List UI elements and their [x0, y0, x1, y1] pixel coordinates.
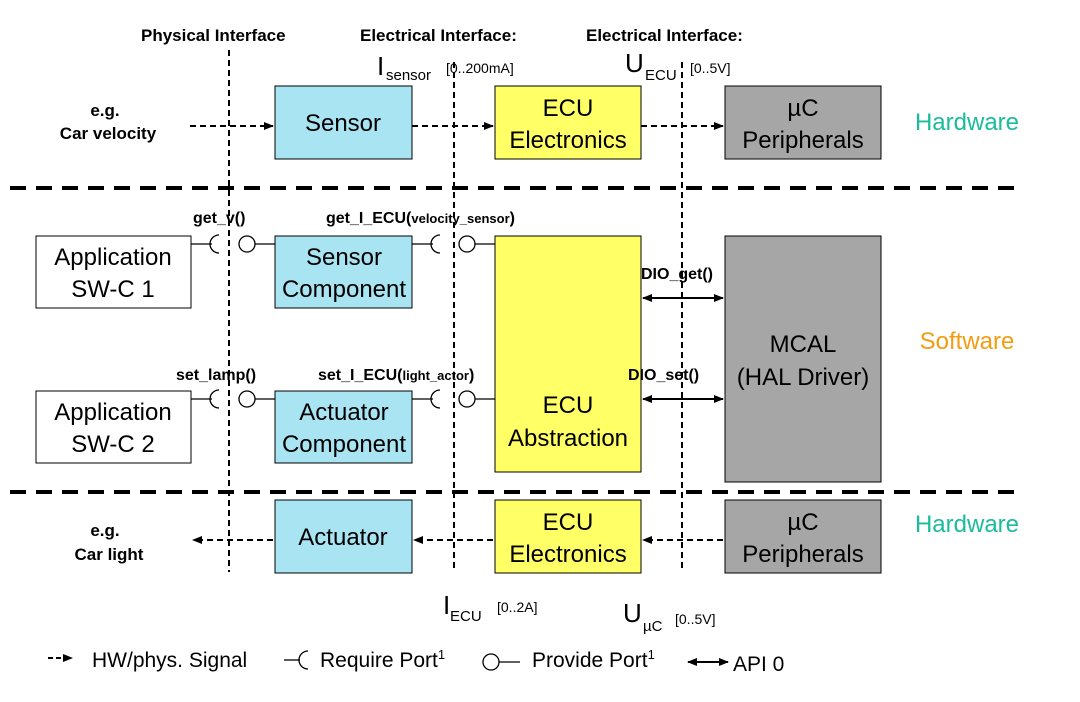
application-swc2-box: [35, 390, 192, 464]
port-set-lamp-label: set_lamp(): [176, 367, 256, 384]
signal-i-sensor: I sensor [0..200mA]: [377, 51, 514, 84]
mcal-label-1: MCAL: [770, 331, 837, 358]
signal-u-uc-sub: µC: [643, 618, 663, 635]
sensor-component-label-1: Sensor: [306, 244, 382, 271]
actuator-component-box: [274, 390, 413, 464]
ecu-abstraction-box: [494, 235, 642, 473]
header-electrical-interface-2: Electrical Interface:: [586, 26, 743, 45]
sensor-component-box: [274, 235, 413, 309]
ecu-abstraction-label-2: Abstraction: [508, 425, 628, 452]
ecu-abstraction-label-1: ECU: [543, 392, 594, 419]
eg-label-bottom: e.g.: [90, 521, 119, 540]
uc-peripherals-top-box: [724, 85, 882, 160]
signal-u-uc-range: [0..5V]: [675, 611, 715, 627]
signal-u-ecu-main: U: [625, 48, 644, 78]
require-port-set-lamp: [191, 389, 220, 409]
sensor-box: [274, 85, 413, 160]
signal-u-ecu-range: [0..5V]: [690, 60, 730, 76]
port-set-i-ecu-label: set_I_ECU(light_actor): [318, 367, 474, 384]
signal-i-sensor-sub: sensor: [386, 67, 431, 84]
legend-api-label: API 0: [733, 653, 784, 676]
application-swc1-label-1: Application: [54, 244, 171, 271]
ecu-electronics-top-label-2: Electronics: [509, 127, 626, 154]
application-swc1-box: [35, 235, 192, 309]
actuator-box: [274, 499, 413, 574]
legend-hw-signal-label: HW/phys. Signal: [92, 649, 247, 672]
provide-port-set-i-ecu: [458, 390, 495, 408]
signal-i-ecu-main: I: [443, 590, 450, 620]
actuator-component-label-2: Component: [282, 431, 406, 458]
signal-i-sensor-range: [0..200mA]: [446, 60, 514, 76]
port-get-v-label: get_v(): [193, 210, 245, 227]
uc-peripherals-top-label-1: µC: [787, 95, 818, 122]
actuator-component-label-1: Actuator: [299, 399, 388, 426]
sensor-box-label: Sensor: [305, 110, 381, 137]
mcal-box: [724, 235, 882, 483]
ecu-electronics-bottom-label-2: Electronics: [509, 541, 626, 568]
signal-i-ecu-sub: ECU: [450, 608, 482, 625]
legend-provide-port-label: Provide Port1: [532, 647, 655, 672]
provide-port-set-lamp: [238, 390, 275, 408]
legend-provide-port-symbol: [482, 653, 500, 671]
header-electrical-interface-1: Electrical Interface:: [360, 26, 517, 45]
provide-port-get-v: [238, 235, 275, 253]
uc-peripherals-bottom-label-2: Peripherals: [742, 541, 863, 568]
hardware-layer-label-bottom: Hardware: [915, 511, 1019, 538]
provide-port-get-i-ecu: [458, 235, 495, 253]
sensor-component-label-2: Component: [282, 276, 406, 303]
application-swc2-label-2: SW-C 2: [71, 431, 155, 458]
signal-u-uc-main: U: [623, 598, 642, 628]
require-port-set-i-ecu: [412, 389, 441, 409]
legend: HW/phys. Signal Require Port1 Provide Po…: [48, 647, 784, 676]
application-swc2-label-1: Application: [54, 399, 171, 426]
software-layer-label: Software: [920, 328, 1015, 355]
dio-set-label: DIO_set(): [628, 367, 699, 384]
signal-i-sensor-main: I: [377, 51, 384, 81]
header-physical-interface: Physical Interface: [141, 26, 286, 45]
legend-require-port-label: Require Port1: [320, 647, 445, 672]
signal-i-ecu-range: [0..2A]: [497, 599, 537, 615]
port-get-i-ecu-label: get_I_ECU(velocity_sensor): [326, 210, 515, 227]
dio-get-label: DIO_get(): [641, 266, 713, 283]
ecu-electronics-bottom-box: [494, 499, 642, 574]
application-swc1-label-2: SW-C 1: [71, 276, 155, 303]
car-velocity-label: Car velocity: [60, 124, 157, 143]
require-port-get-i-ecu: [412, 234, 441, 254]
signal-u-ecu: U ECU [0..5V]: [625, 48, 730, 84]
uc-peripherals-bottom-label-1: µC: [787, 509, 818, 536]
mcal-label-2: (HAL Driver): [737, 364, 869, 391]
car-light-label: Car light: [75, 545, 144, 564]
require-port-get-v: [191, 234, 220, 254]
ecu-electronics-top-box: [494, 85, 642, 160]
ecu-electronics-bottom-label-1: ECU: [543, 509, 594, 536]
uc-peripherals-top-label-2: Peripherals: [742, 127, 863, 154]
eg-label-top: e.g.: [90, 101, 119, 120]
legend-require-port-symbol: [298, 650, 309, 670]
signal-u-ecu-sub: ECU: [645, 67, 677, 84]
actuator-box-label: Actuator: [298, 524, 387, 551]
signal-u-uc: U µC [0..5V]: [623, 598, 715, 635]
ecu-electronics-top-label-1: ECU: [543, 95, 594, 122]
hardware-layer-label-top: Hardware: [915, 109, 1019, 136]
signal-i-ecu: I ECU [0..2A]: [443, 590, 537, 625]
uc-peripherals-bottom-box: [724, 499, 882, 574]
